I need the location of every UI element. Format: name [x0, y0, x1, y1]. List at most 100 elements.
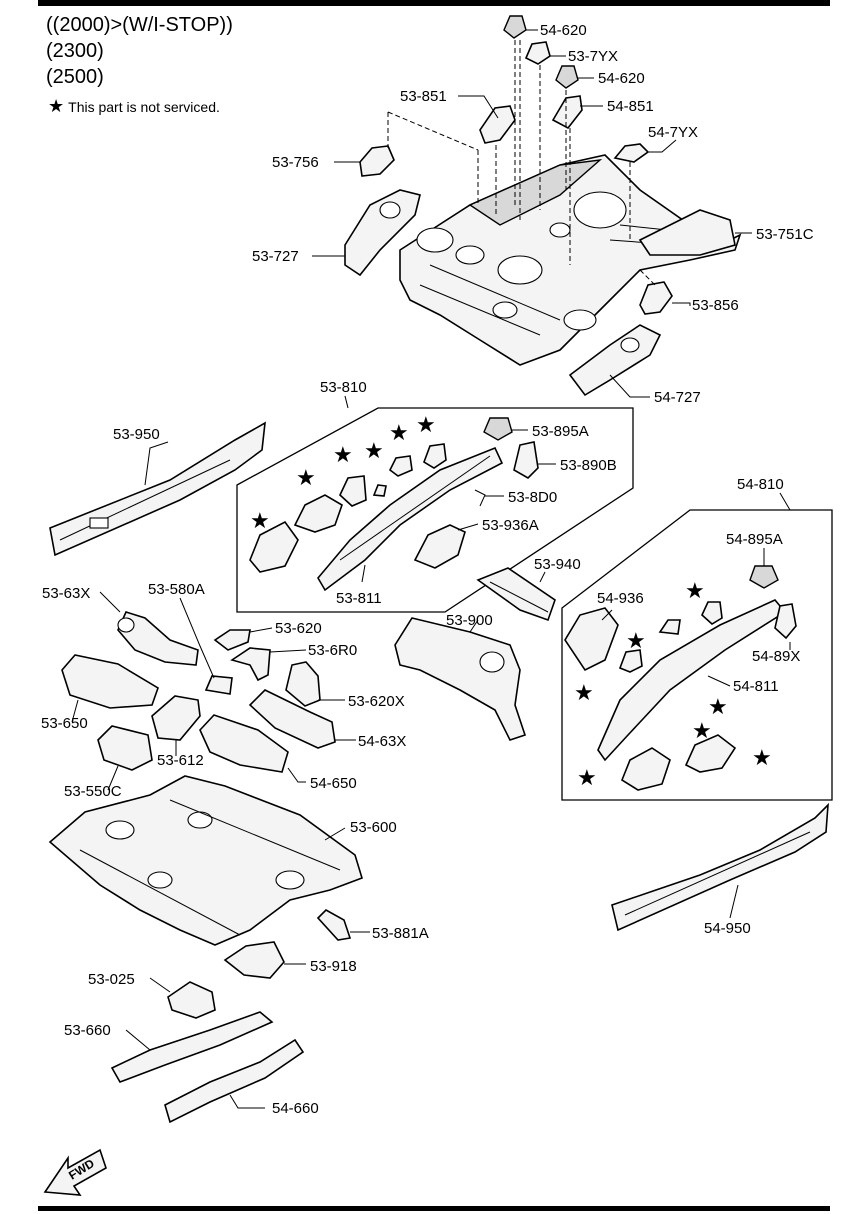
label-54-727: 54-727 — [654, 389, 701, 406]
label-53-936a: 53-936A — [482, 517, 539, 534]
label-53-751c: 53-751C — [756, 226, 814, 243]
part-53-950[interactable] — [49, 421, 266, 557]
applicability-line-2: (2300) — [46, 40, 104, 62]
label-54-936: 54-936 — [597, 590, 644, 607]
star-icon: ★ — [48, 96, 65, 116]
part-54-650[interactable] — [199, 714, 289, 773]
svg-text:★: ★ — [752, 746, 772, 771]
part-54-895a[interactable] — [749, 565, 779, 589]
part-53-756[interactable] — [359, 145, 395, 177]
svg-text:★: ★ — [626, 629, 646, 654]
part-53-918[interactable] — [223, 941, 285, 979]
part-54-950[interactable] — [611, 802, 829, 932]
applicability-line-3: (2500) — [46, 66, 104, 88]
label-54-895a: 54-895A — [726, 531, 783, 548]
svg-text:★: ★ — [685, 579, 705, 604]
part-53-7yx[interactable] — [524, 41, 551, 65]
part-53-6r0[interactable] — [230, 647, 271, 682]
label-53-600: 53-600 — [350, 819, 397, 836]
not-serviced-text: This part is not serviced. — [68, 99, 220, 115]
label-53-580a: 53-580A — [148, 581, 205, 598]
part-53-600[interactable] — [48, 775, 363, 946]
svg-text:★: ★ — [250, 509, 270, 534]
label-54-851: 54-851 — [607, 98, 654, 115]
part-53-811[interactable] — [317, 446, 504, 592]
label-53-918: 53-918 — [310, 958, 357, 975]
part-53-63x[interactable] — [117, 611, 199, 666]
not-serviced-stars-54-810: ★★★ ★★★ ★ — [574, 579, 772, 791]
callout-labels: 54-620 53-7YX 54-620 53-851 54-851 54-7Y… — [41, 22, 814, 1117]
svg-text:★: ★ — [692, 719, 712, 744]
part-53-851[interactable] — [479, 105, 516, 144]
label-53-881a: 53-881A — [372, 925, 429, 942]
label-53-950: 53-950 — [113, 426, 160, 443]
label-53-620x: 53-620X — [348, 693, 405, 710]
label-54-89x: 54-89X — [752, 648, 800, 665]
part-53-936a[interactable] — [413, 524, 466, 569]
part-54-620-b[interactable] — [555, 65, 579, 89]
label-54-620-a: 54-620 — [540, 22, 587, 39]
part-53-580a[interactable] — [204, 675, 233, 695]
label-53-660: 53-660 — [64, 1022, 111, 1039]
svg-text:★: ★ — [574, 681, 594, 706]
part-53-550c[interactable] — [97, 725, 153, 771]
forward-direction-arrow-icon: FWD — [43, 1148, 107, 1196]
label-54-811: 54-811 — [733, 678, 779, 695]
part-54-89x[interactable] — [774, 603, 797, 640]
label-54-660: 54-660 — [272, 1100, 319, 1117]
label-53-727: 53-727 — [252, 248, 299, 265]
label-53-7yx: 53-7YX — [568, 48, 618, 65]
part-54-936[interactable] — [564, 607, 619, 672]
part-53-751c[interactable] — [638, 209, 736, 256]
not-serviced-stars-53-810: ★★★ ★★★ — [250, 413, 436, 534]
label-53-811: 53-811 — [336, 590, 382, 607]
svg-text:★: ★ — [364, 439, 384, 464]
label-54-63x: 54-63X — [358, 733, 406, 750]
leader-lines — [71, 29, 791, 1109]
part-53-856[interactable] — [639, 281, 673, 315]
label-53-550c: 53-550C — [64, 783, 122, 800]
label-53-63x: 53-63X — [42, 585, 90, 602]
part-53-940[interactable] — [476, 567, 556, 622]
label-53-810: 53-810 — [320, 379, 367, 396]
svg-text:★: ★ — [416, 413, 436, 438]
part-53-025[interactable] — [167, 981, 216, 1019]
label-53-025: 53-025 — [88, 971, 135, 988]
part-54-851[interactable] — [551, 95, 583, 130]
part-53-612[interactable] — [151, 695, 201, 741]
part-54-63x[interactable] — [248, 689, 336, 749]
part-53-881a[interactable] — [316, 909, 352, 941]
part-53-8d0[interactable] — [474, 489, 486, 507]
part-53-unlabeled-brackets[interactable] — [249, 443, 447, 573]
box-54-810 — [561, 509, 833, 801]
label-53-856: 53-856 — [692, 297, 739, 314]
part-54-7yx[interactable] — [613, 143, 650, 163]
label-53-851: 53-851 — [400, 88, 447, 105]
part-54-620-a[interactable] — [503, 15, 527, 39]
label-53-900: 53-900 — [446, 612, 493, 629]
applicability-line-1: ((2000)>(W/I-STOP)) — [46, 14, 233, 36]
part-53-727[interactable] — [344, 189, 421, 277]
label-54-810: 54-810 — [737, 476, 784, 493]
part-54-660[interactable] — [164, 1038, 305, 1124]
part-53-650[interactable] — [61, 654, 159, 709]
label-53-8d0: 53-8D0 — [508, 489, 557, 506]
svg-text:★: ★ — [708, 695, 728, 720]
box-53-810 — [236, 407, 634, 613]
part-53-890b[interactable] — [513, 441, 539, 479]
label-53-6r0: 53-6R0 — [308, 642, 357, 659]
part-53-900[interactable] — [394, 617, 527, 741]
svg-text:★: ★ — [296, 466, 316, 491]
part-54-unlabeled-brackets[interactable] — [618, 601, 737, 791]
part-53-620[interactable] — [213, 629, 251, 651]
part-54-727[interactable] — [568, 324, 662, 397]
part-53-895a[interactable] — [483, 417, 513, 441]
label-54-650: 54-650 — [310, 775, 357, 792]
part-53-660[interactable] — [110, 1011, 274, 1083]
label-54-950: 54-950 — [704, 920, 751, 937]
label-53-895a: 53-895A — [532, 423, 589, 440]
bottom-border — [38, 1206, 830, 1211]
label-54-620-b: 54-620 — [598, 70, 645, 87]
part-53-620x[interactable] — [285, 661, 321, 707]
